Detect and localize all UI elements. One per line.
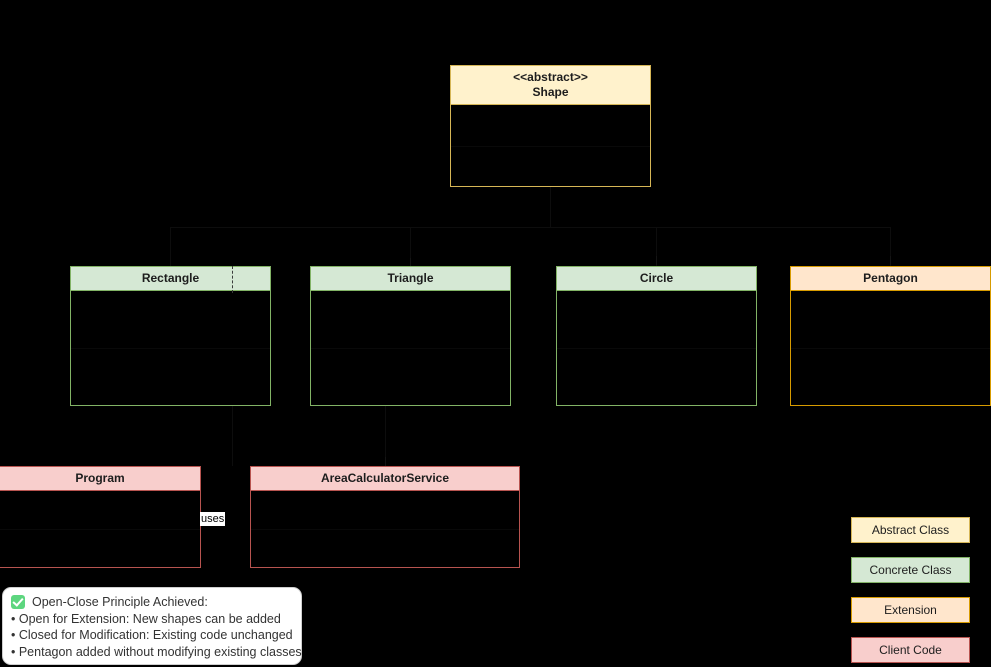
class-box-shape[interactable]: <<abstract>> Shape	[450, 65, 651, 187]
class-header-triangle: Triangle	[311, 267, 510, 291]
edge-label-uses: uses	[200, 512, 226, 526]
legend-label-abstract-class: Abstract Class	[871, 523, 950, 537]
class-header-areacalculatorservice: AreaCalculatorService	[251, 467, 519, 491]
note-title: Open-Close Principle Achieved:	[32, 595, 208, 609]
class-box-pentagon[interactable]: Pentagon	[790, 266, 991, 406]
connector-stub-pentagon	[890, 256, 891, 265]
note-line-2: • Closed for Modification: Existing code…	[11, 628, 293, 642]
legend-item-client-code[interactable]: Client Code	[851, 637, 970, 663]
class-header-rectangle: Rectangle	[71, 267, 270, 291]
class-header-pentagon: Pentagon	[791, 267, 990, 291]
legend-item-extension[interactable]: Extension	[851, 597, 970, 623]
connector-service-up	[385, 406, 386, 466]
class-body-pentagon	[791, 291, 990, 405]
connector-shape-triangle	[410, 227, 411, 266]
note-line-3: • Pentagon added without modifying exist…	[11, 644, 302, 659]
class-header-shape: <<abstract>> Shape	[451, 66, 650, 105]
class-body-program	[0, 491, 200, 567]
class-box-program[interactable]: Program	[0, 466, 201, 568]
class-box-triangle[interactable]: Triangle	[310, 266, 511, 406]
class-header-program: Program	[0, 467, 200, 491]
connector-shape-rectangle	[170, 227, 171, 266]
class-body-rectangle	[71, 291, 270, 405]
connector-rectangle-down	[232, 406, 233, 466]
class-box-circle[interactable]: Circle	[556, 266, 757, 406]
legend-item-abstract-class[interactable]: Abstract Class	[851, 517, 970, 543]
check-badge-icon	[11, 595, 25, 610]
class-header-circle: Circle	[557, 267, 756, 291]
class-body-areacalculatorservice	[251, 491, 519, 567]
legend-label-client-code: Client Code	[879, 643, 942, 657]
class-body-shape	[451, 105, 650, 186]
class-box-rectangle[interactable]: Rectangle	[70, 266, 271, 406]
class-body-circle	[557, 291, 756, 405]
connector-shape-pentagon	[890, 227, 891, 266]
legend-item-concrete-class[interactable]: Concrete Class	[851, 557, 970, 583]
connector-stub-circle	[656, 256, 657, 265]
class-box-areacalculatorservice[interactable]: AreaCalculatorService	[250, 466, 520, 568]
legend-label-extension: Extension	[884, 603, 937, 617]
legend-label-concrete-class: Concrete Class	[869, 563, 952, 577]
note-open-close-principle: Open-Close Principle Achieved: • Open fo…	[2, 587, 302, 665]
connector-shape-circle	[656, 227, 657, 266]
connector-dashed-rectangle	[232, 266, 233, 293]
connector-stub-triangle	[410, 258, 411, 267]
connector-shape-bus	[170, 227, 890, 228]
note-title-row: Open-Close Principle Achieved:	[11, 594, 293, 611]
connector-shape-trunk	[550, 187, 551, 227]
class-body-triangle	[311, 291, 510, 405]
note-line-1: • Open for Extension: New shapes can be …	[11, 611, 281, 626]
connector-stub-service	[385, 457, 386, 466]
